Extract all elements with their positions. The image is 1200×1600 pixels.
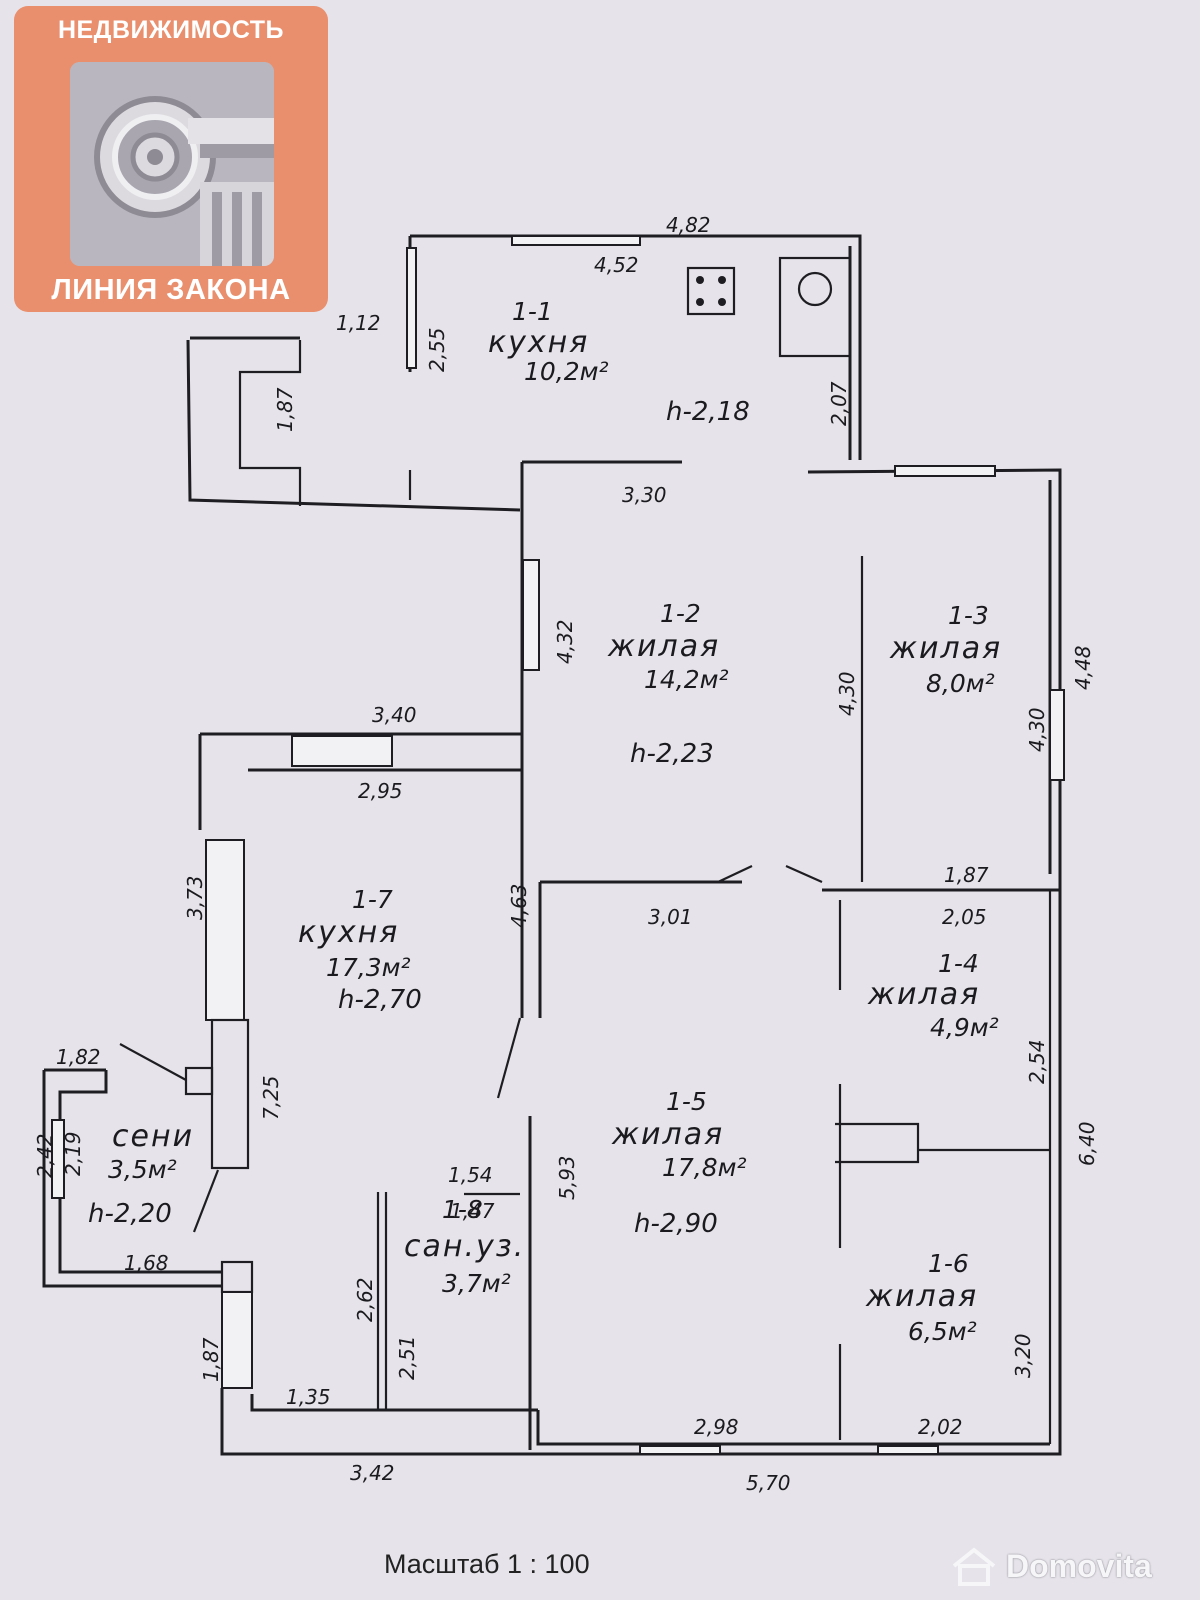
scale-label: Масштаб 1 : 100 (384, 1549, 590, 1579)
svg-text:1-3: 1-3 (948, 601, 989, 630)
svg-text:сени: сени (112, 1119, 194, 1154)
room-1-7: 1-7 кухня 17,3м² h-2,70 (298, 885, 422, 1015)
svg-text:кухня: кухня (298, 915, 399, 950)
svg-text:6,5м²: 6,5м² (908, 1317, 977, 1346)
room-1-3: 1-3 жилая 8,0м² (889, 601, 1002, 698)
svg-text:1,47: 1,47 (450, 1199, 495, 1223)
svg-text:2,42: 2,42 (33, 1133, 57, 1178)
svg-text:8,0м²: 8,0м² (926, 669, 995, 698)
svg-text:жилая: жилая (889, 631, 1002, 666)
watermark-text: Domovita (1006, 1547, 1152, 1584)
svg-text:1,35: 1,35 (286, 1385, 331, 1409)
svg-text:7,25: 7,25 (259, 1075, 283, 1120)
svg-text:жилая: жилая (865, 1279, 978, 1314)
svg-text:4,9м²: 4,9м² (930, 1013, 999, 1042)
svg-text:2,07: 2,07 (827, 381, 851, 426)
svg-text:14,2м²: 14,2м² (644, 665, 729, 694)
svg-text:3,5м²: 3,5м² (108, 1155, 177, 1184)
svg-text:h-2,90: h-2,90 (634, 1209, 718, 1239)
logo-bottom-text: ЛИНИЯ ЗАКОНА (51, 274, 291, 306)
svg-text:сан.уз.: сан.уз. (404, 1229, 525, 1264)
svg-text:1,87: 1,87 (273, 387, 297, 432)
room-1-5: 1-5 жилая 17,8м² h-2,90 (611, 1087, 747, 1239)
svg-text:1-5: 1-5 (666, 1087, 707, 1116)
svg-text:4,82: 4,82 (666, 213, 711, 237)
svg-text:2,98: 2,98 (694, 1415, 739, 1439)
svg-text:2,51: 2,51 (395, 1335, 419, 1380)
svg-text:10,2м²: 10,2м² (524, 357, 609, 386)
svg-text:17,8м²: 17,8м² (662, 1153, 747, 1182)
logo-top-text: НЕДВИЖИМОСТЬ (57, 16, 285, 44)
svg-text:3,73: 3,73 (183, 875, 207, 920)
svg-text:5,93: 5,93 (555, 1155, 579, 1200)
svg-text:2,54: 2,54 (1025, 1039, 1049, 1084)
svg-text:жилая: жилая (611, 1117, 724, 1152)
svg-text:6,40: 6,40 (1075, 1121, 1099, 1166)
svg-text:1-6: 1-6 (928, 1249, 969, 1278)
room-1-1: 1-1 кухня 10,2м² h-2,18 (488, 297, 750, 427)
svg-text:4,48: 4,48 (1071, 645, 1095, 690)
dimension-labels: 4,82 4,52 1,12 2,55 1,87 2,07 3,30 4,32 … (33, 213, 1099, 1495)
svg-text:h-2,70: h-2,70 (338, 985, 422, 1015)
room-1-6: 1-6 жилая 6,5м² (865, 1249, 978, 1346)
room-seni: сени 3,5м² h-2,20 (88, 1119, 194, 1229)
svg-text:жилая: жилая (867, 977, 980, 1012)
svg-text:2,55: 2,55 (425, 327, 449, 372)
svg-text:1,68: 1,68 (124, 1251, 169, 1275)
svg-text:2,95: 2,95 (358, 779, 403, 803)
svg-text:2,62: 2,62 (353, 1277, 377, 1322)
svg-text:17,3м²: 17,3м² (326, 953, 411, 982)
svg-text:3,20: 3,20 (1011, 1333, 1035, 1378)
svg-text:1-7: 1-7 (352, 885, 393, 914)
svg-text:1,82: 1,82 (56, 1045, 101, 1069)
svg-text:1-2: 1-2 (660, 599, 701, 628)
svg-text:h-2,18: h-2,18 (666, 397, 750, 427)
svg-text:1,87: 1,87 (199, 1337, 223, 1382)
svg-text:жилая: жилая (607, 629, 720, 664)
svg-text:h-2,23: h-2,23 (630, 739, 714, 769)
svg-text:4,30: 4,30 (1025, 707, 1049, 752)
svg-text:1,12: 1,12 (336, 311, 381, 335)
svg-text:3,40: 3,40 (372, 703, 417, 727)
house-icon (952, 1547, 996, 1586)
domovita-watermark: Domovita (950, 1546, 1152, 1586)
column-capital-icon (70, 62, 274, 266)
svg-text:4,63: 4,63 (507, 883, 531, 928)
svg-text:1,87: 1,87 (944, 863, 989, 887)
svg-text:3,30: 3,30 (622, 483, 667, 507)
svg-text:2,05: 2,05 (942, 905, 987, 929)
agency-logo: НЕДВИЖИМОСТЬ ЛИНИЯ ЗАКОНА (14, 6, 328, 312)
svg-text:h-2,20: h-2,20 (88, 1199, 172, 1229)
svg-text:1-4: 1-4 (938, 949, 979, 978)
svg-text:3,01: 3,01 (648, 905, 693, 929)
svg-text:1-8: 1-8 (442, 1195, 483, 1224)
svg-text:4,32: 4,32 (553, 619, 577, 664)
svg-text:3,7м²: 3,7м² (442, 1269, 511, 1298)
room-labels: 1-1 кухня 10,2м² h-2,18 1-2 жилая 14,2м²… (88, 297, 1002, 1346)
svg-text:1-1: 1-1 (512, 297, 553, 326)
svg-text:5,70: 5,70 (746, 1471, 791, 1495)
walls (42, 234, 1065, 1456)
svg-text:4,52: 4,52 (594, 253, 639, 277)
svg-text:2,02: 2,02 (918, 1415, 963, 1439)
room-1-2: 1-2 жилая 14,2м² h-2,23 (607, 599, 729, 769)
svg-text:4,30: 4,30 (835, 671, 859, 716)
svg-text:1,54: 1,54 (448, 1163, 493, 1187)
room-1-8: 1-8 сан.уз. 3,7м² (404, 1195, 525, 1298)
room-1-4: 1-4 жилая 4,9м² (867, 949, 999, 1042)
svg-text:3,42: 3,42 (350, 1461, 395, 1485)
svg-text:кухня: кухня (488, 325, 589, 360)
svg-text:2,19: 2,19 (61, 1131, 85, 1176)
